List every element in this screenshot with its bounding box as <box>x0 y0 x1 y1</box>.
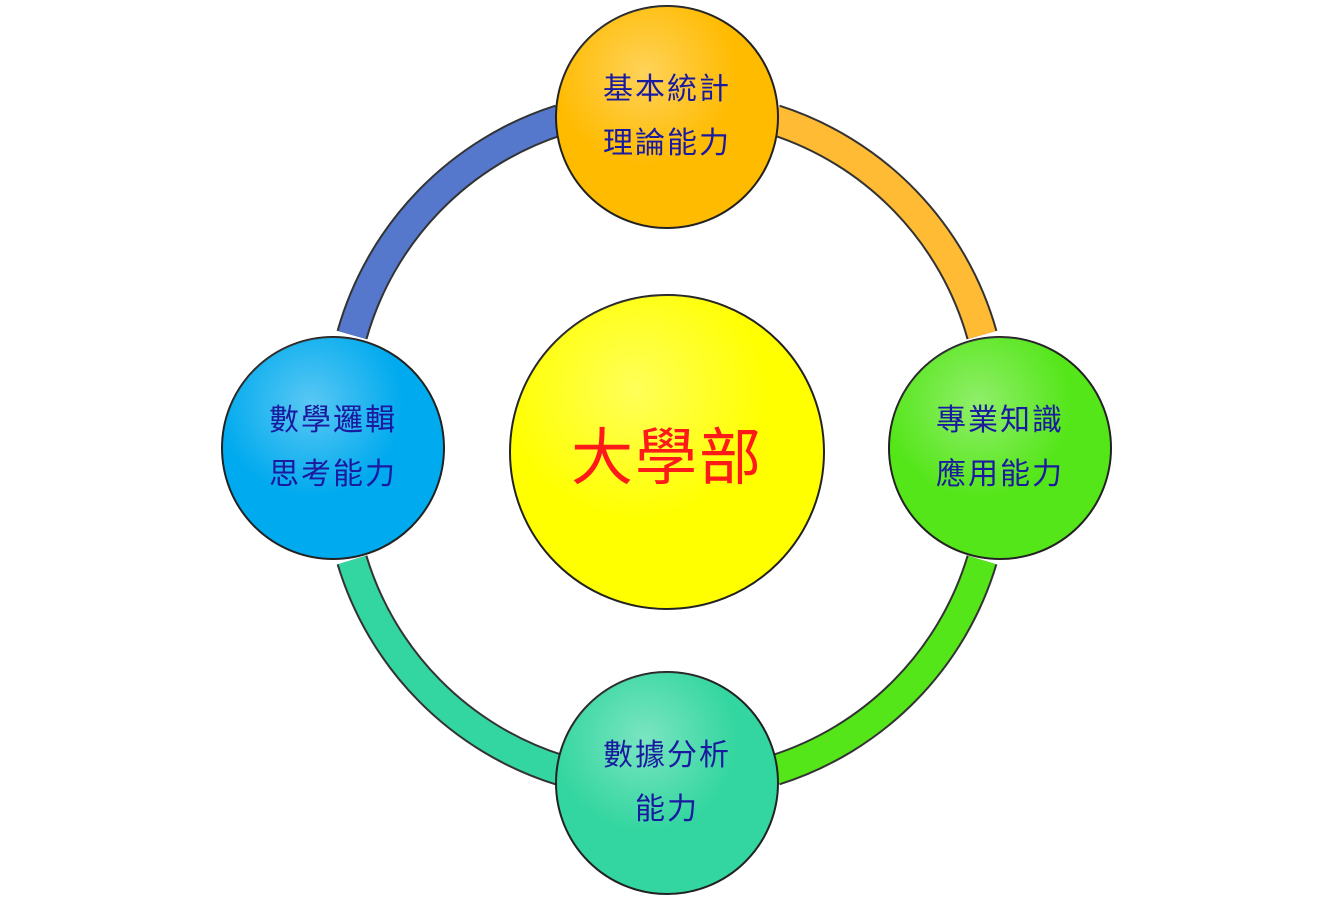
arc-right-bottom <box>770 555 998 786</box>
node-bottom-line2: 能力 <box>635 792 699 827</box>
node-top-line1: 基本統計 <box>603 72 731 107</box>
node-bottom-shine <box>556 672 778 894</box>
node-left-line2: 思考能力 <box>269 457 397 492</box>
node-left-shine <box>222 337 444 559</box>
arc-top-right <box>770 104 998 340</box>
node-left-line1: 數學邏輯 <box>269 403 397 438</box>
node-bottom-line1: 數據分析 <box>603 738 731 773</box>
node-bottom-label: 數據分析 能力 <box>603 729 731 837</box>
center-label: 大學部 <box>570 421 764 494</box>
ring <box>336 104 998 786</box>
arc-bottom-left-fill <box>338 555 565 784</box>
node-top-line2: 理論能力 <box>603 126 731 161</box>
node-right-line1: 專業知識 <box>936 403 1064 438</box>
arc-right-bottom-fill <box>770 555 996 784</box>
node-right-label: 專業知識 應用能力 <box>936 394 1064 502</box>
arc-left-top <box>336 104 565 340</box>
arc-bottom-left <box>336 555 565 786</box>
node-right-shine <box>889 337 1111 559</box>
center-circle-shine <box>510 295 824 609</box>
node-left-label: 數學邏輯 思考能力 <box>269 394 397 502</box>
node-top-shine <box>556 6 778 228</box>
arc-top-right-fill <box>770 106 996 339</box>
node-top-label: 基本統計 理論能力 <box>603 63 731 171</box>
node-right-line2: 應用能力 <box>936 457 1064 492</box>
arc-left-top-fill <box>338 106 565 339</box>
